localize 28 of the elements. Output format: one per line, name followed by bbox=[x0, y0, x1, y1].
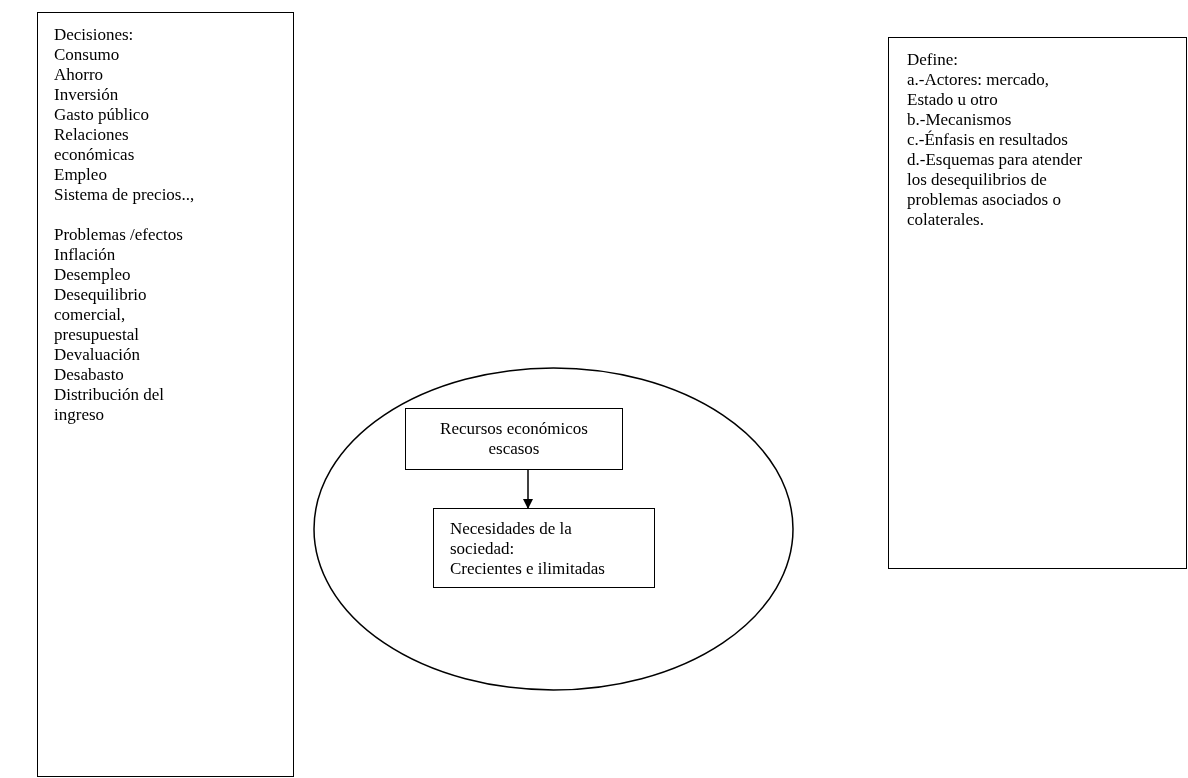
box-heading: Necesidades de la sociedad: bbox=[450, 519, 573, 559]
box-text: Consumo bbox=[54, 45, 121, 65]
circle-shape bbox=[313, 367, 794, 691]
box-text: Desabasto bbox=[54, 365, 125, 385]
text-box bbox=[37, 12, 294, 777]
box-heading: Define: bbox=[907, 50, 959, 70]
text-box bbox=[433, 508, 655, 588]
text-box bbox=[405, 408, 623, 470]
box-text: Distribución del ingreso bbox=[54, 385, 165, 425]
box-text: b.-Mecanismos bbox=[907, 110, 1013, 130]
box-text: Gasto público bbox=[54, 105, 150, 125]
box-text: Desequilibrio comercial, presupuestal bbox=[54, 285, 148, 345]
arrow bbox=[523, 469, 533, 509]
box-text: Problemas /efectos bbox=[54, 225, 184, 245]
box-text: Sistema de precios.., bbox=[54, 185, 196, 205]
box-text: Inflación bbox=[54, 245, 117, 265]
box-text: Desempleo bbox=[54, 265, 132, 285]
box-heading: Recursos económicos escasos bbox=[439, 419, 589, 459]
box-text: d.-Esquemas para atender los desequilibrios de problemas asociados o colaterales. bbox=[907, 150, 1084, 230]
box-text: Ahorro bbox=[54, 65, 105, 85]
box-text: Empleo bbox=[54, 165, 108, 185]
box-text: Crecientes e ilimitadas bbox=[450, 559, 606, 579]
box-text: Devaluación bbox=[54, 345, 141, 365]
text-box bbox=[888, 37, 1187, 569]
box-heading: Decisiones: bbox=[54, 25, 135, 45]
box-text: Relaciones económicas bbox=[54, 125, 136, 165]
box-text: Inversión bbox=[54, 85, 120, 105]
box-text: c.-Énfasis en resultados bbox=[907, 130, 1069, 150]
